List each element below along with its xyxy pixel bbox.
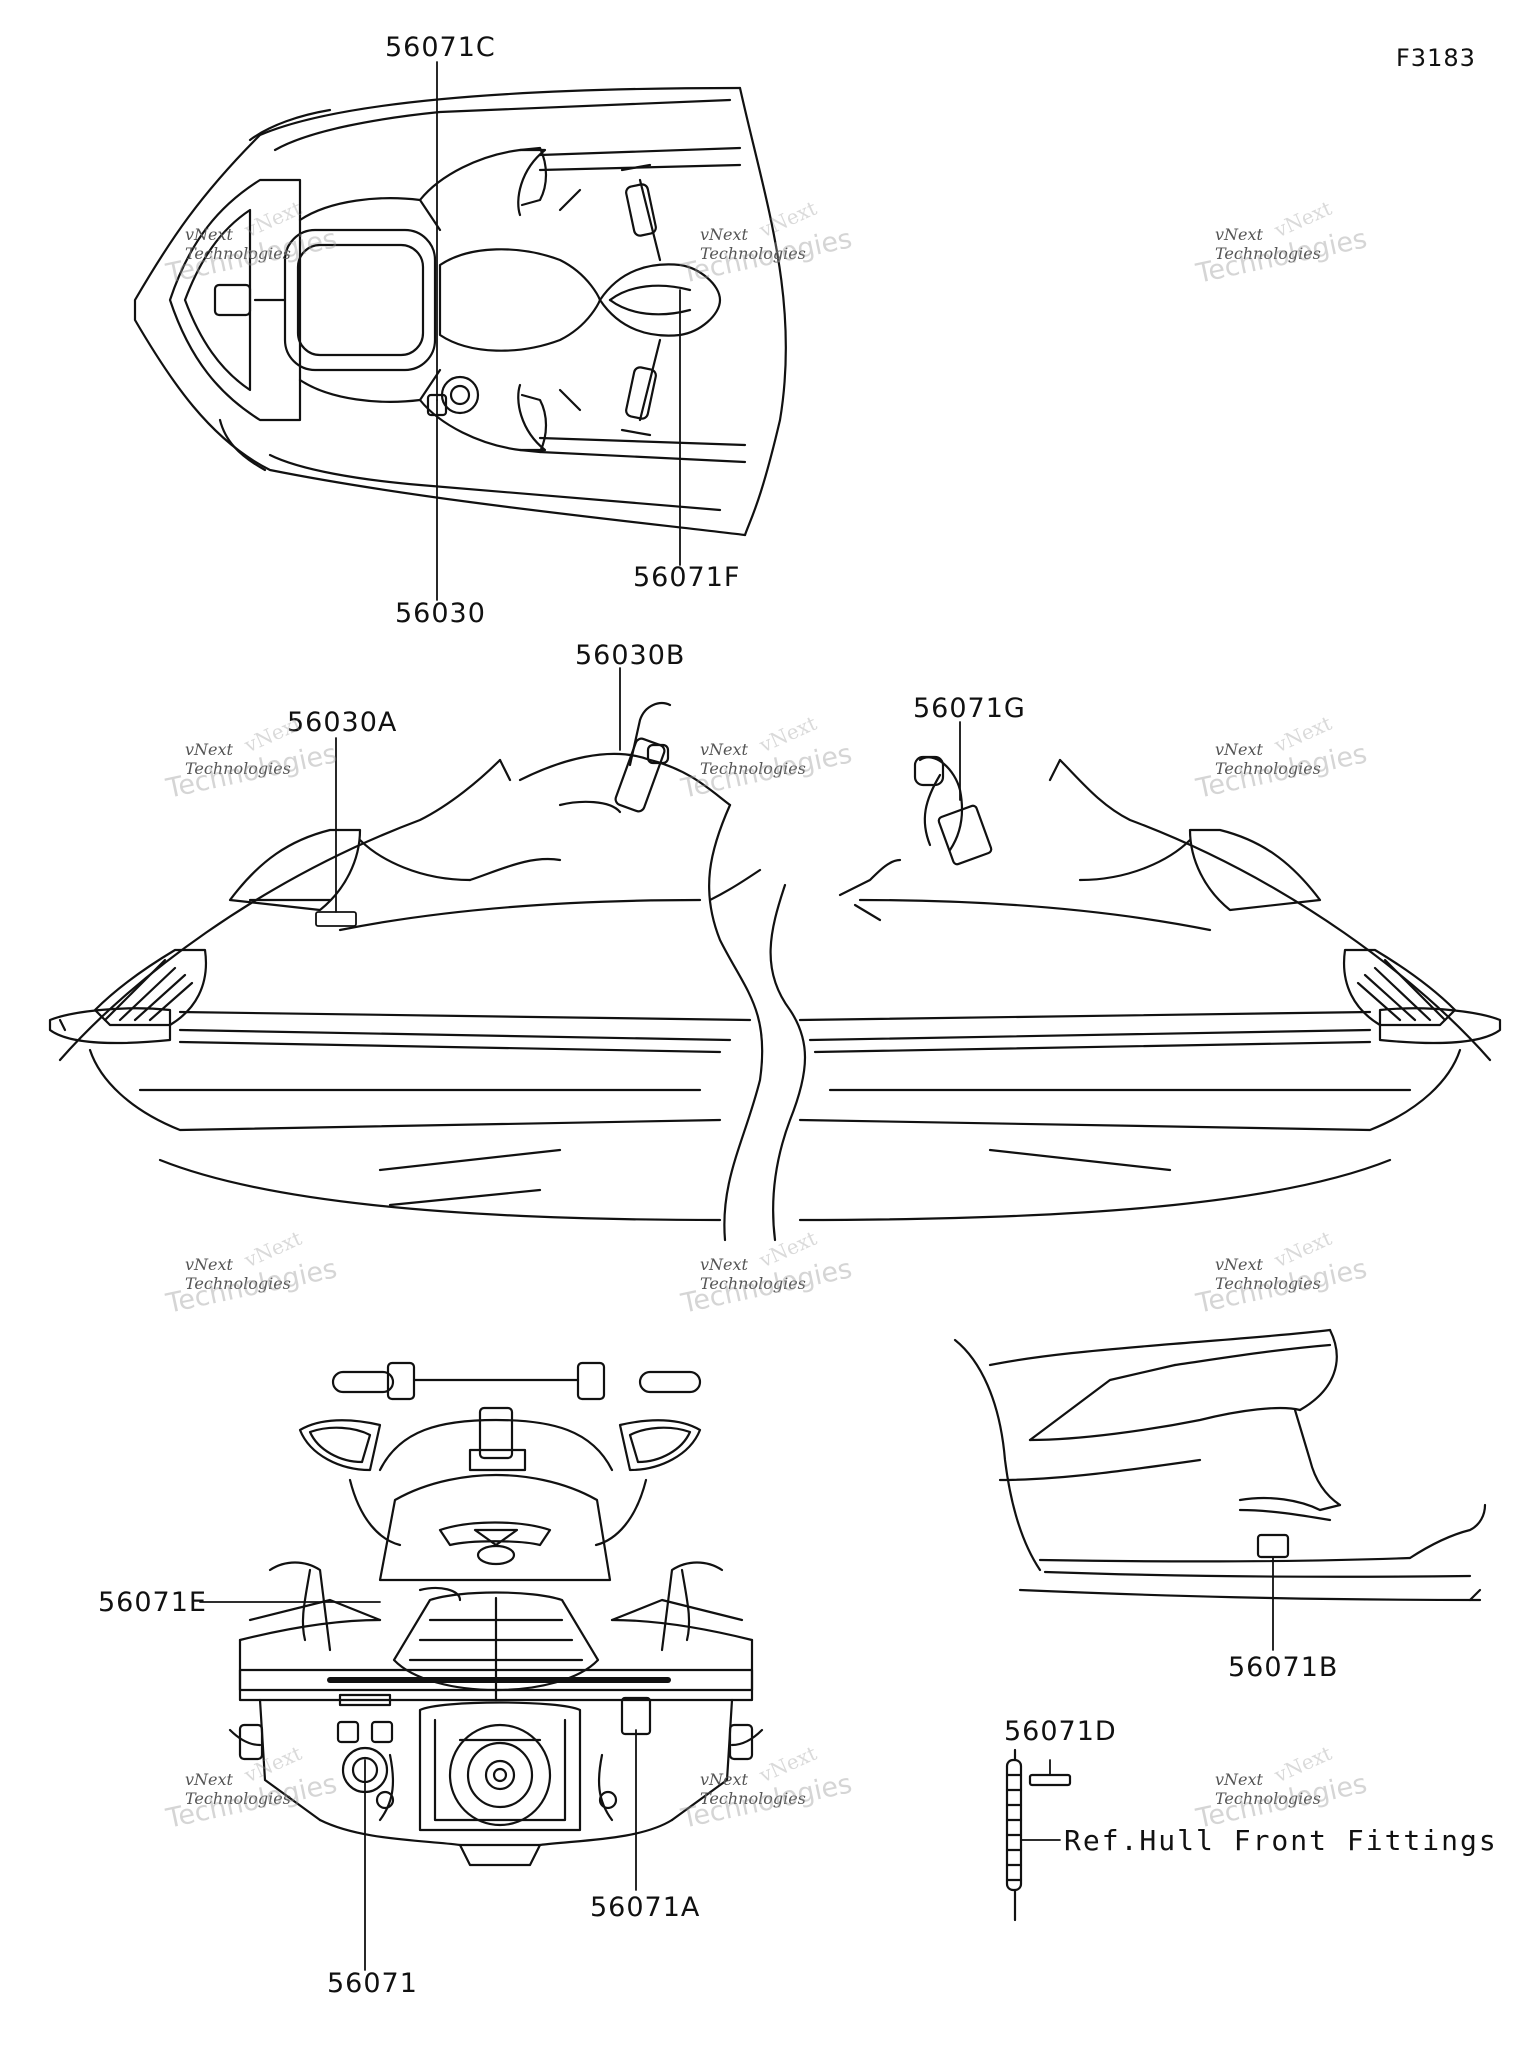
label-56030A: 56030A xyxy=(287,707,398,738)
label-56071F: 56071F xyxy=(633,562,741,593)
label-56030B: 56030B xyxy=(575,640,686,671)
label-56071B: 56071B xyxy=(1228,1652,1339,1683)
label-56071C: 56071C xyxy=(385,32,496,63)
label-56071E: 56071E xyxy=(98,1587,207,1618)
label-56071D: 56071D xyxy=(1004,1716,1117,1747)
leader-lines xyxy=(199,61,1274,1971)
label-56030: 56030 xyxy=(395,598,486,629)
rear-view-drawing xyxy=(228,1361,764,1867)
top-view-drawing xyxy=(133,86,788,537)
side-view-drawing xyxy=(48,702,1502,1242)
label-56071G: 56071G xyxy=(913,693,1026,724)
label-56071A: 56071A xyxy=(590,1892,701,1923)
detail-view-drawing xyxy=(953,1328,1487,1602)
label-56071: 56071 xyxy=(327,1968,418,1999)
hull-fitting-drawing xyxy=(1005,1748,1072,1922)
figure-code: F3183 xyxy=(1396,44,1476,72)
ref-hull-front-fittings: Ref.Hull Front Fittings xyxy=(1064,1824,1498,1857)
